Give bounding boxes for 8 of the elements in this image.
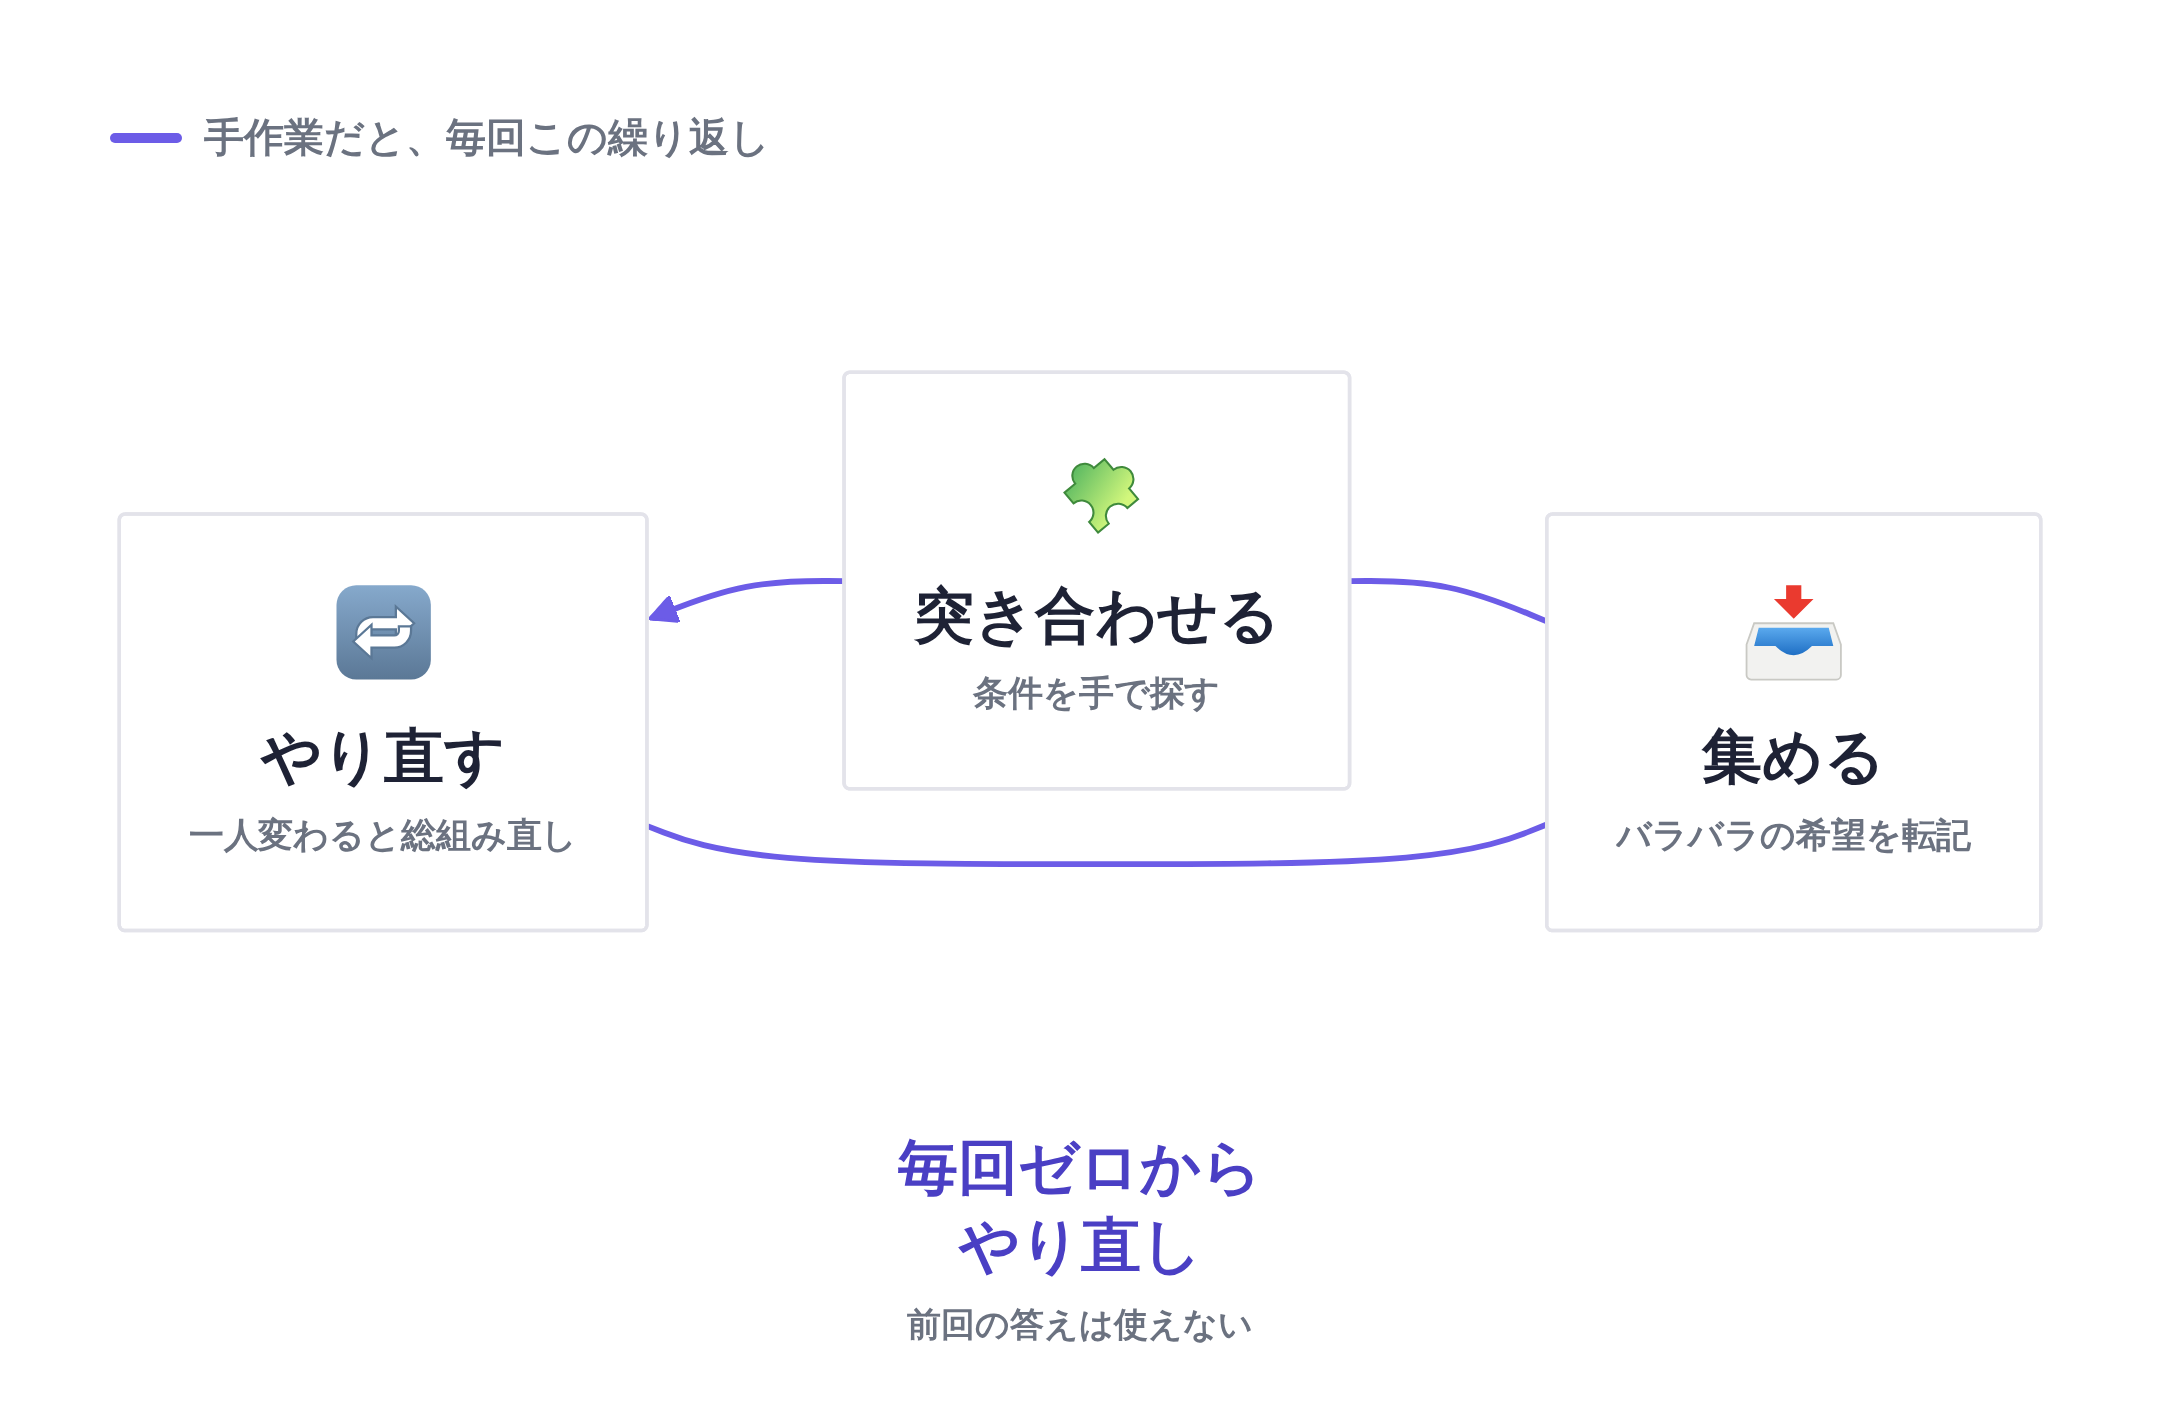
legend-text: 手作業だと、毎回この繰り返し — [204, 113, 770, 162]
step-description: 一人変わると総組み直し — [188, 813, 578, 858]
cycle-heading: 毎回ゼロからやり直し — [897, 1131, 1263, 1282]
step-description: 条件を手で探す — [973, 671, 1221, 716]
step-title: 集める — [1702, 720, 1886, 794]
step-title: やり直す — [260, 720, 506, 794]
cycle-note: 前回の答えは使えない — [907, 1303, 1253, 1346]
arrow — [647, 578, 845, 624]
